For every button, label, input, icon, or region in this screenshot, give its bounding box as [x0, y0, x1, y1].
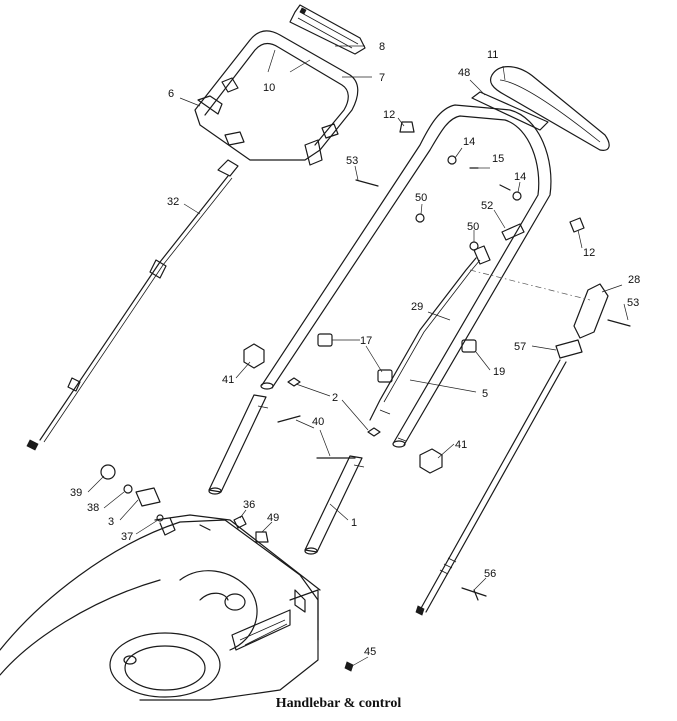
callout-14-right: 14	[514, 171, 526, 183]
upper-handlebar	[260, 104, 552, 448]
callout-3: 3	[108, 516, 114, 528]
callout-11: 11	[487, 49, 498, 61]
bail-cover	[289, 4, 366, 55]
callout-49: 49	[267, 512, 279, 524]
handle-grip	[489, 66, 610, 151]
callout-53-right: 53	[627, 297, 639, 309]
control-cable	[369, 245, 491, 421]
callout-53-left: 53	[346, 155, 358, 167]
control-bail	[194, 30, 359, 166]
callout-19: 19	[493, 366, 505, 378]
callout-45: 45	[364, 646, 376, 658]
callout-52: 52	[481, 200, 493, 212]
callout-12-right: 12	[583, 247, 595, 259]
callout-29: 29	[411, 301, 423, 313]
hardware	[100, 121, 631, 601]
leader-lines	[87, 45, 629, 667]
callout-40: 40	[312, 416, 324, 428]
callout-2: 2	[332, 392, 338, 404]
callout-28: 28	[628, 274, 640, 286]
decal	[471, 91, 549, 131]
callout-7: 7	[379, 72, 385, 84]
callout-57: 57	[514, 341, 526, 353]
callout-15: 15	[492, 153, 504, 165]
callout-41-left: 41	[222, 374, 234, 386]
callout-50-mid: 50	[467, 221, 479, 233]
callout-5: 5	[482, 388, 488, 400]
diagram-caption: Handlebar & control	[275, 696, 402, 711]
callout-1: 1	[351, 517, 357, 529]
callouts: 1 2 3 5 6 7 8 10 11 12 12 14 14 15 17 19…	[70, 41, 640, 658]
lower-handlebar-tubes	[208, 394, 365, 555]
callout-56: 56	[484, 568, 496, 580]
callout-37: 37	[121, 531, 133, 543]
mower-deck	[0, 514, 354, 701]
callout-50-top: 50	[415, 192, 427, 204]
callout-6: 6	[168, 88, 174, 100]
callout-48: 48	[458, 67, 470, 79]
lever-assembly	[415, 269, 609, 616]
callout-39: 39	[70, 487, 82, 499]
callout-8: 8	[379, 41, 385, 53]
callout-12-top: 12	[383, 109, 395, 121]
callout-14-top: 14	[463, 136, 475, 148]
callout-17: 17	[360, 335, 372, 347]
callout-32: 32	[167, 196, 179, 208]
throttle-cable	[26, 159, 239, 451]
callout-36: 36	[243, 499, 255, 511]
callout-10: 10	[263, 82, 275, 94]
callout-38: 38	[87, 502, 99, 514]
callout-41-right: 41	[455, 439, 467, 451]
